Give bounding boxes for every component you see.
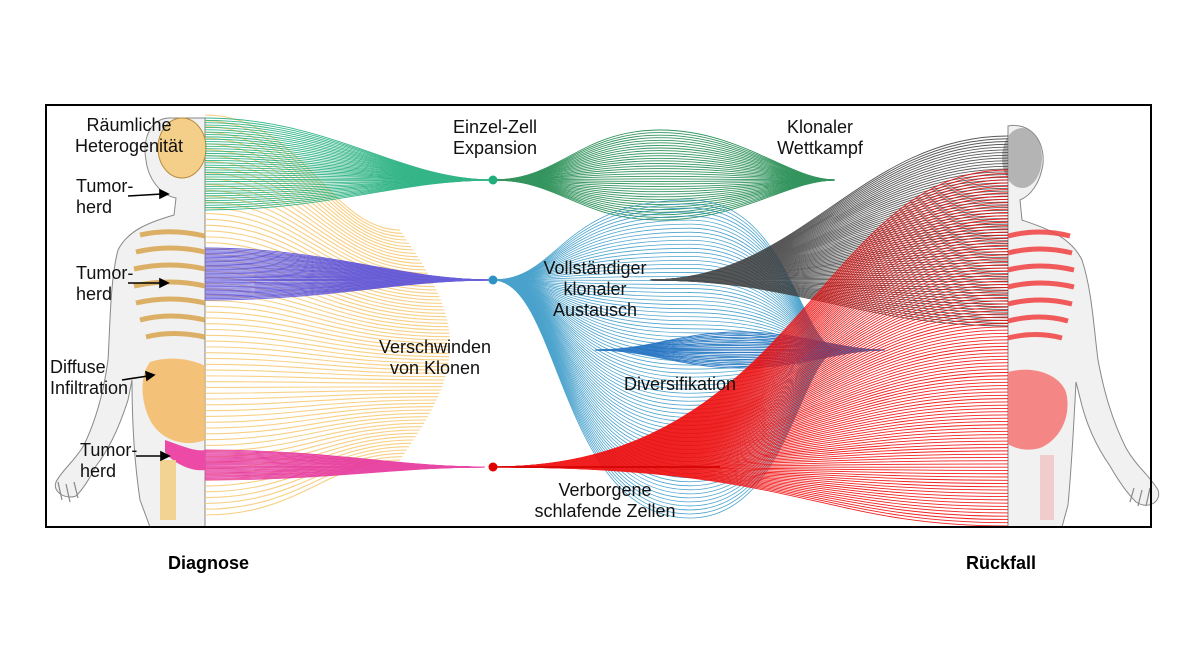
label-clone-loss: Verschwinden von Klonen	[378, 337, 492, 378]
diagnosis-skeleton-illustration	[54, 117, 207, 527]
relapse-skeleton-illustration	[1002, 124, 1160, 528]
label-tumor-focus-3: Tumor- herd	[80, 440, 138, 481]
red-relapse-fan	[492, 169, 1009, 527]
label-complete-clonal-sweep: Vollständiger klonaler Austausch	[543, 258, 647, 320]
annotation-arrows	[121, 188, 171, 462]
diagram-frame	[45, 104, 1152, 528]
darkgreen-competition-bundle	[492, 129, 836, 221]
sweep-node	[488, 275, 498, 285]
purple-bundle	[204, 247, 494, 301]
gray-competition-fan	[649, 135, 1009, 327]
caption-relapse: Rückfall	[966, 553, 1037, 573]
label-spatial-heterogeneity: Räumliche Heterogenität	[74, 115, 184, 156]
label-single-cell-expansion: Einzel-Zell Expansion	[452, 117, 538, 158]
expansion-node	[488, 175, 498, 185]
dormant-node	[488, 462, 498, 472]
label-clonal-competition: Klonaler Wettkampf	[777, 117, 863, 158]
green-expansion-bundle	[204, 117, 494, 211]
label-diffuse-infiltration: Diffuse Infiltration	[50, 357, 129, 398]
label-tumor-focus-2: Tumor- herd	[76, 263, 134, 304]
pink-dormant-bundle	[204, 449, 486, 481]
caption-diagnosis: Diagnose	[168, 553, 250, 573]
label-diversification: Diversifikation	[623, 374, 737, 394]
label-dormant-cells: Verborgene schlafende Zellen	[534, 480, 676, 521]
label-tumor-focus-1: Tumor- herd	[76, 176, 134, 217]
